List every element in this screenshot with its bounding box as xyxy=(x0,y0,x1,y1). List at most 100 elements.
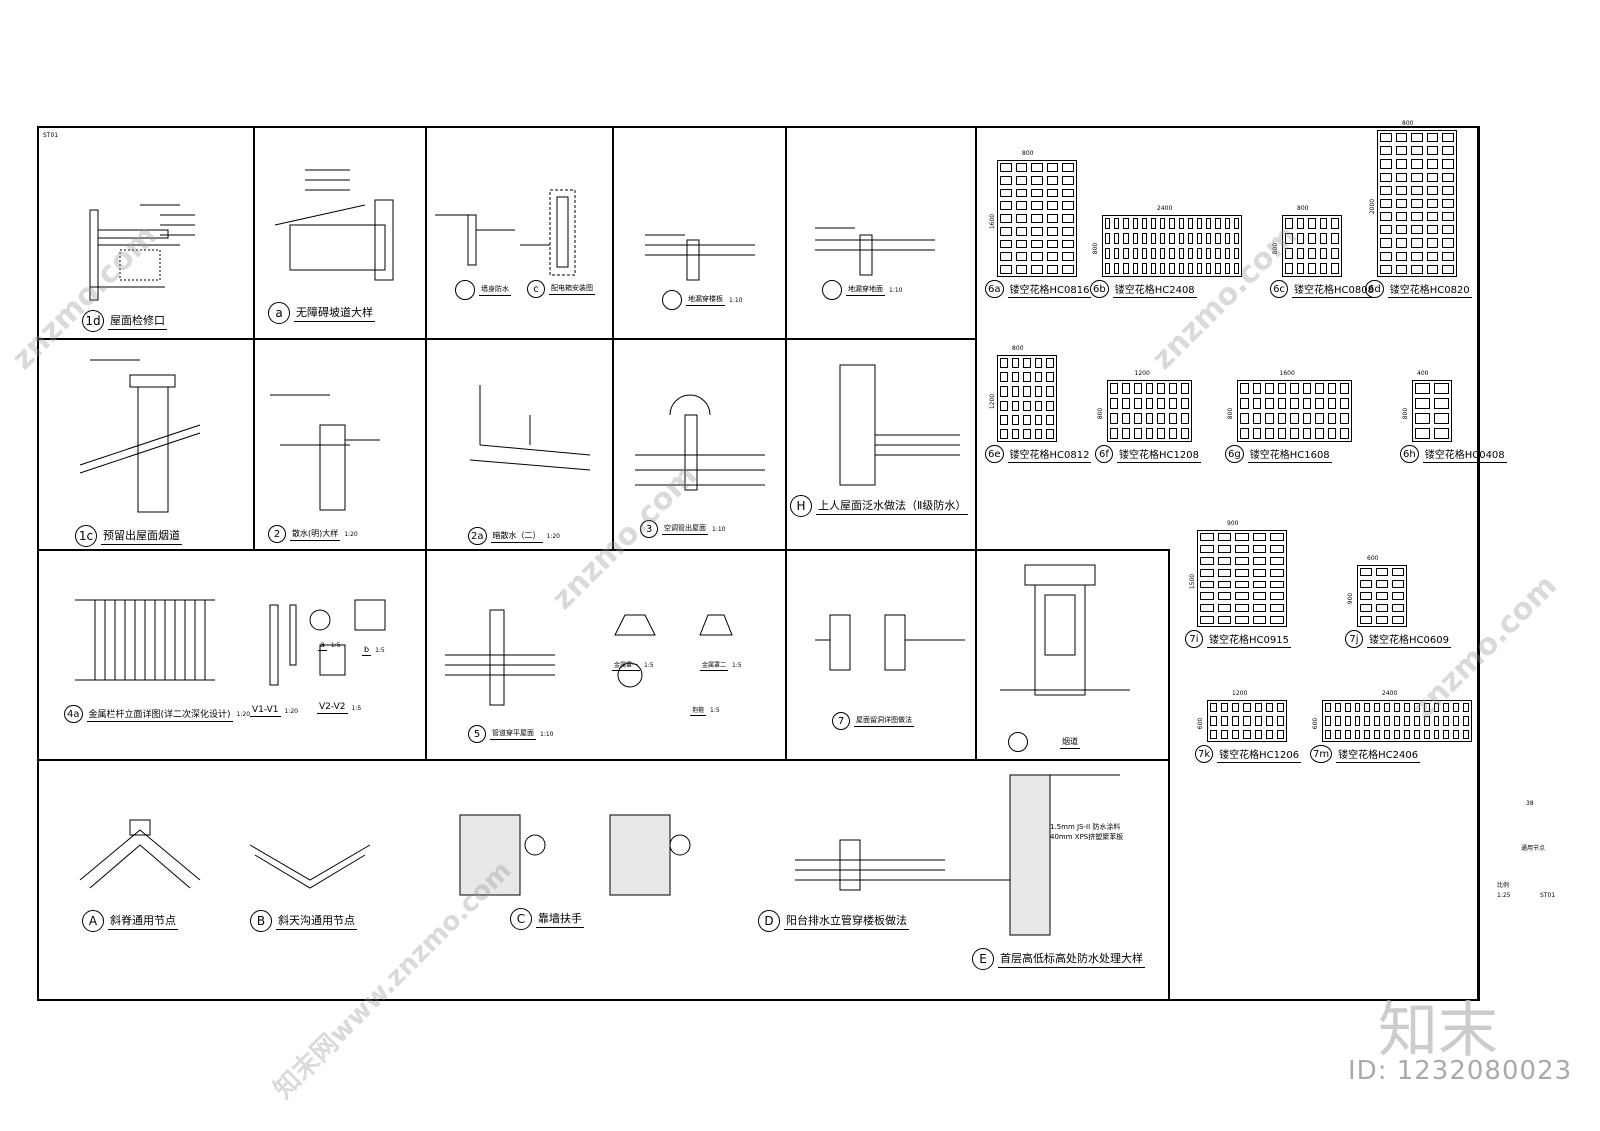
lattice-cell xyxy=(1034,428,1043,439)
lattice-cell xyxy=(1270,616,1284,624)
lattice-cell xyxy=(1145,428,1154,439)
lattice-cell xyxy=(1196,233,1203,244)
lattice-cell xyxy=(1215,263,1221,274)
lattice-cell xyxy=(1302,398,1312,409)
lattice-cell xyxy=(1023,372,1031,383)
lattice-cell xyxy=(1221,716,1229,726)
lattice-label: 镂空花格HC1208 xyxy=(1117,446,1201,463)
lattice-cell xyxy=(1331,263,1339,274)
lattice-grid xyxy=(1107,380,1192,442)
lattice-cell xyxy=(1243,716,1251,726)
lattice-cell xyxy=(1187,218,1193,229)
scale-V1: 1:20 xyxy=(284,707,298,715)
lattice-cell xyxy=(1031,188,1043,198)
lattice-dim: 800 xyxy=(1297,205,1309,212)
lattice-cell xyxy=(1187,263,1193,274)
tag-H: H xyxy=(790,495,812,517)
lattice-cell xyxy=(1062,265,1074,274)
lattice-cell xyxy=(1200,604,1214,613)
lattice-label: 镂空花格HC2406 xyxy=(1336,746,1421,763)
lattice-cell xyxy=(1411,146,1423,156)
lattice-cell xyxy=(1392,604,1404,612)
lattice-cell xyxy=(1395,212,1408,222)
lattice-cell xyxy=(1141,263,1147,274)
lattice-cell xyxy=(1392,580,1404,588)
lattice-cell xyxy=(1415,413,1430,424)
lattice-cell xyxy=(1384,703,1391,713)
lattice-cell xyxy=(1233,263,1239,274)
lattice-cell xyxy=(1121,383,1130,394)
tag-6g: 6g xyxy=(1225,445,1244,463)
label-5-2: 金属罩二 xyxy=(700,662,729,671)
lattice-cell xyxy=(1423,729,1430,739)
lattice-cell xyxy=(1133,428,1142,439)
lattice-label: 镂空花格HC0408 xyxy=(1422,446,1507,463)
tag-B: B xyxy=(250,910,272,932)
lattice-cell xyxy=(1015,188,1028,198)
label-1d: 屋面检修口 xyxy=(108,312,167,330)
label-drain-ground: 地漏穿地面 xyxy=(846,284,885,296)
lattice-cell xyxy=(1327,383,1337,394)
lattice-cell xyxy=(1200,616,1214,624)
lattice-cell xyxy=(1315,428,1324,439)
lattice-cell xyxy=(1046,214,1059,223)
caption-flue: 烟道 xyxy=(1008,732,1080,752)
lattice-cell xyxy=(1235,616,1249,624)
lattice-cell xyxy=(1217,556,1232,565)
lattice-cell xyxy=(1217,580,1232,589)
lattice-cell xyxy=(1415,428,1430,439)
lattice-cell xyxy=(1132,218,1138,229)
tag-a: a xyxy=(268,302,290,324)
label-5-1: 金属罩一 xyxy=(612,662,641,671)
lattice-cell xyxy=(1046,226,1059,236)
lattice-cell xyxy=(1217,533,1232,541)
label-V2: V2-V2 xyxy=(317,702,348,714)
lattice-cell xyxy=(1395,146,1408,156)
lattice-cell xyxy=(1114,263,1120,274)
lattice-cell xyxy=(1395,159,1408,169)
lattice-cell xyxy=(1235,604,1249,613)
lattice-dim: 1600 xyxy=(1279,370,1295,377)
lattice-cell xyxy=(1196,248,1203,259)
lattice-cell xyxy=(1315,383,1324,394)
lattice-cell xyxy=(1217,604,1232,613)
lattice-cell xyxy=(1423,716,1430,726)
lattice-cell xyxy=(1442,238,1454,248)
label-B: 斜天沟通用节点 xyxy=(276,912,357,930)
railing-drawing xyxy=(75,599,215,681)
lattice-cell xyxy=(1015,226,1028,236)
lattice-cell xyxy=(1380,172,1392,182)
balcony-drain-drawing xyxy=(795,839,945,891)
lattice-cell xyxy=(1426,159,1439,169)
lattice-cell xyxy=(1046,239,1059,249)
lattice-cell xyxy=(1023,400,1031,411)
lattice-cell xyxy=(1252,398,1262,409)
lattice-cell xyxy=(1110,383,1118,394)
lattice-cell xyxy=(1217,616,1232,624)
lattice-cell xyxy=(1403,729,1410,739)
lattice-cell xyxy=(1276,703,1284,713)
lattice-cell xyxy=(1442,172,1454,182)
lattice-cell xyxy=(1442,185,1454,195)
lattice-cell xyxy=(1034,400,1043,411)
tag-7k: 7k xyxy=(1195,745,1214,763)
lattice-cell xyxy=(1411,172,1423,182)
lattice-cell xyxy=(1433,716,1440,726)
lattice-cell xyxy=(1114,233,1120,244)
lattice-cell xyxy=(1224,263,1230,274)
lattice-grid xyxy=(1102,215,1242,277)
lattice-cell xyxy=(1252,616,1267,624)
lattice-cell xyxy=(1243,729,1251,739)
label-drain-slab: 地漏穿楼板 xyxy=(686,294,725,306)
lattice-cell xyxy=(1169,263,1175,274)
label-a-detail: a xyxy=(318,640,327,651)
floor-drain-slab-drawing xyxy=(645,234,755,281)
lattice-cell xyxy=(1011,400,1020,411)
lattice-cell xyxy=(1114,248,1120,259)
